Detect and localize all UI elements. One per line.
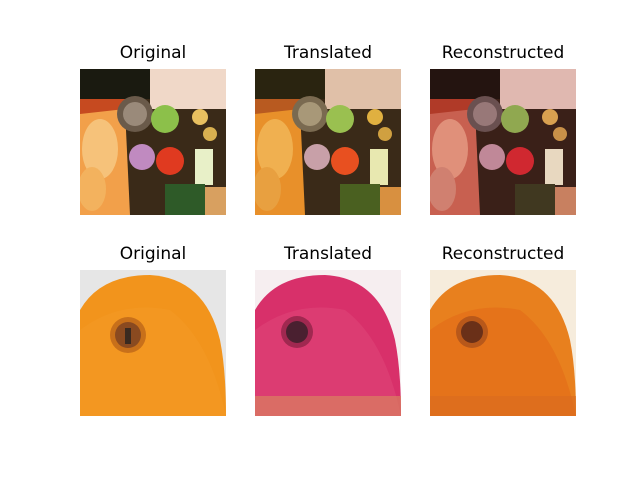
vegetables-reconstructed-image (430, 69, 576, 215)
panel-title: Reconstructed (441, 43, 565, 63)
panel-title: Reconstructed (441, 244, 565, 264)
panel-title: Original (119, 43, 187, 63)
panel-title: Translated (284, 43, 372, 63)
orange-original-image (80, 270, 226, 416)
orange-translated-image (255, 270, 401, 416)
orange-reconstructed-image (430, 270, 576, 416)
vegetables-translated-image (255, 69, 401, 215)
vegetables-original-image (80, 69, 226, 215)
panel-title: Original (119, 244, 187, 264)
panel-title: Translated (284, 244, 372, 264)
